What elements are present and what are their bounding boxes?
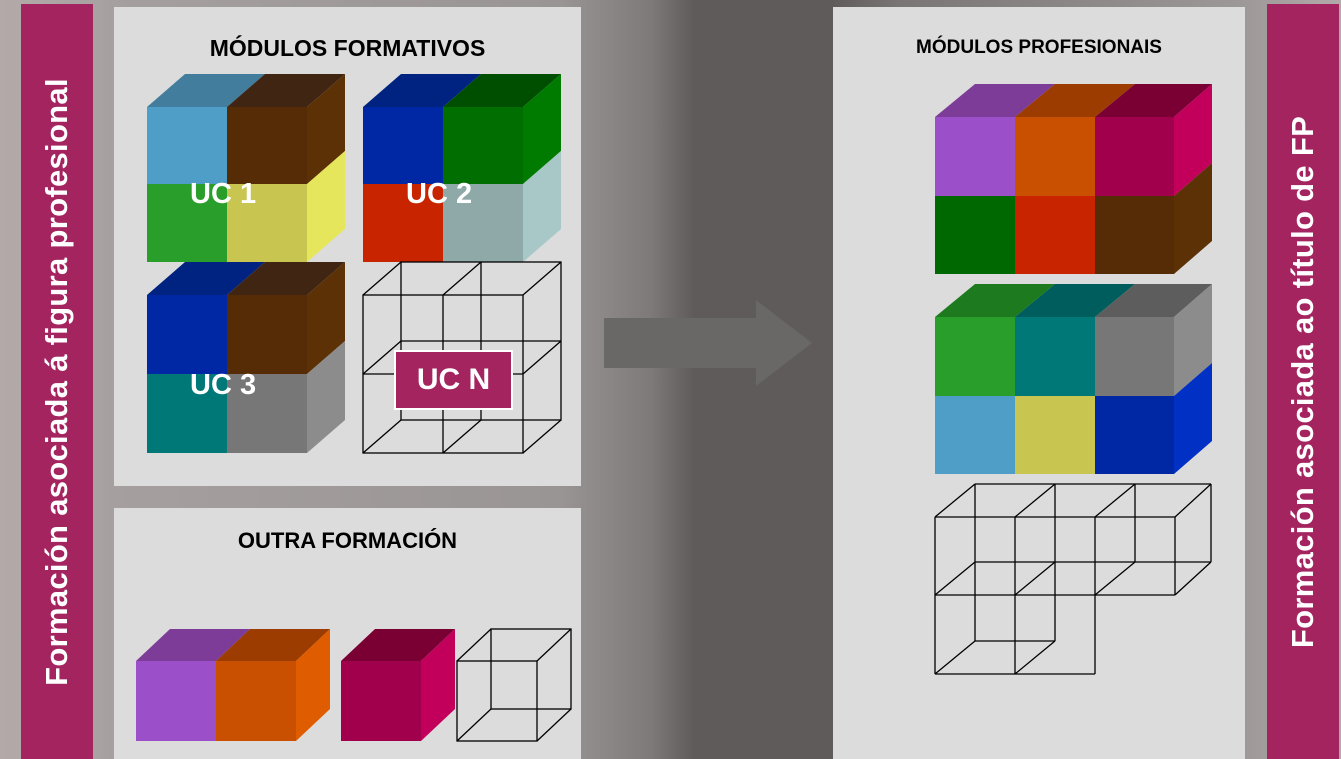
uc1-cube: UC 1 [147, 74, 345, 262]
other-cube-magenta [341, 629, 455, 741]
left-sidebar: Formación asociada á figura profesional [21, 4, 93, 759]
right-arrow [604, 300, 812, 386]
other-training-title: OUTRA FORMACIÓN [237, 528, 458, 553]
professional-wireframe-block [934, 483, 1212, 675]
professional-block-2 [935, 284, 1212, 474]
right-sidebar: Formación asociada ao título de FP [1267, 4, 1339, 759]
uc3-label: UC 3 [190, 369, 256, 401]
uc1-label: UC 1 [190, 178, 256, 210]
uc2-cube: UC 2 [363, 74, 561, 262]
uc2-label: UC 2 [406, 178, 472, 210]
ucn-label: UC N [394, 350, 513, 410]
other-cube-wireframe [456, 628, 572, 742]
professional-modules-title: MÓDULOS PROFESIONAIS [916, 37, 1162, 58]
professional-block-1 [935, 84, 1212, 274]
uc3-cube: UC 3 [147, 262, 345, 453]
other-cube-purple-orange [136, 629, 330, 741]
formative-modules-title: MÓDULOS FORMATIVOS [209, 35, 486, 61]
